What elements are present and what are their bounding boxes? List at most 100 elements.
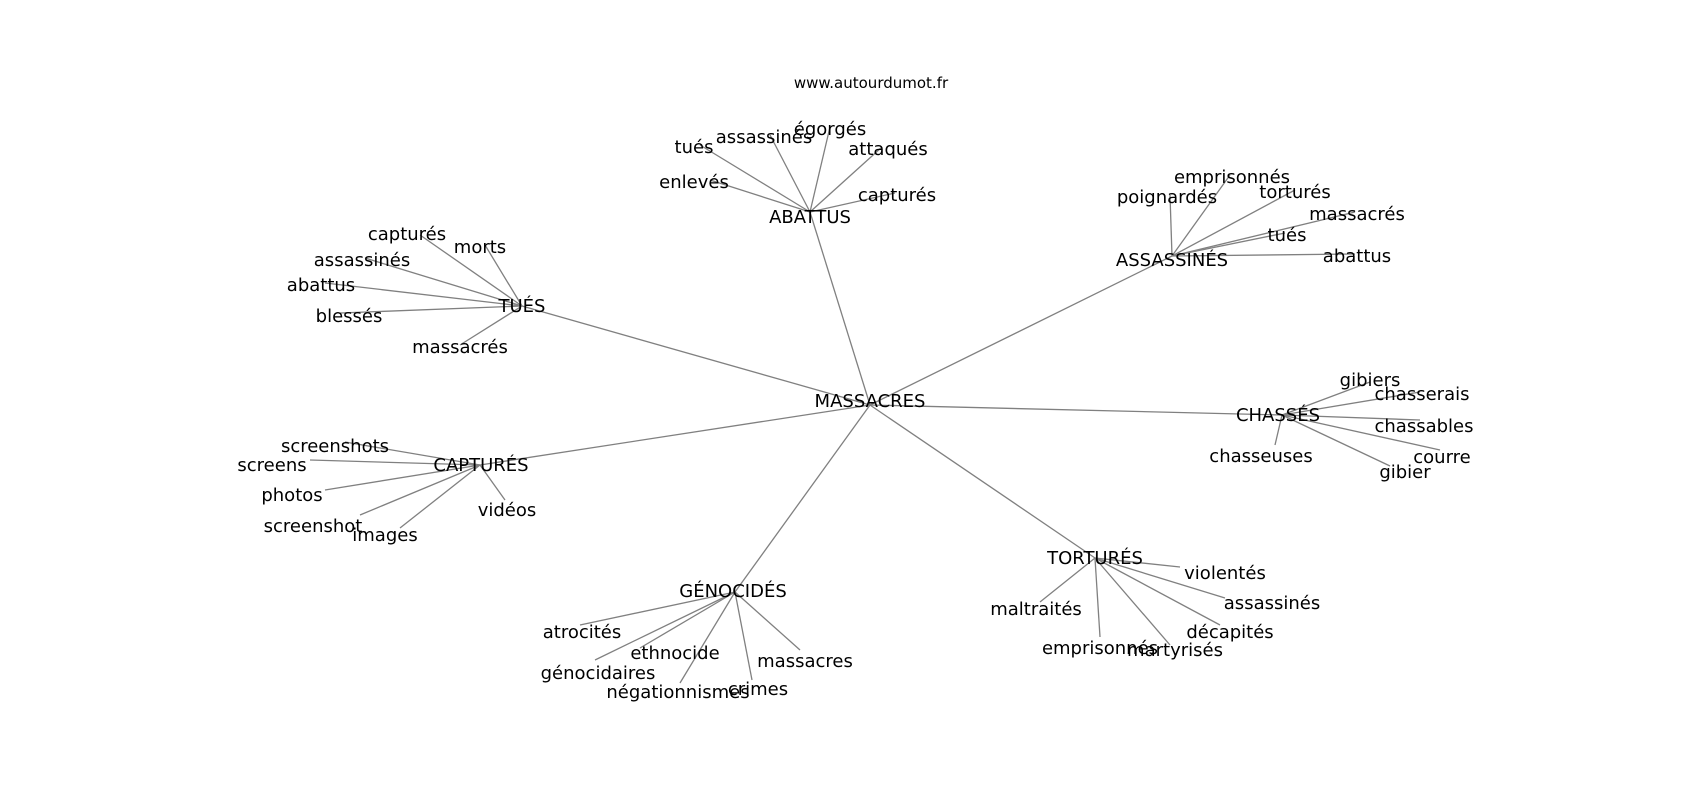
- edge-hub-to-leaf: [1171, 211, 1356, 257]
- edge-hub-to-leaf: [1281, 414, 1421, 421]
- edge-center-to-hub: [479, 404, 871, 466]
- edge-hub-to-leaf: [579, 591, 736, 626]
- leaf-node-label: screenshot: [264, 516, 363, 537]
- edge-hub-to-leaf: [459, 305, 523, 346]
- leaf-node-label: poignardés: [1117, 187, 1217, 208]
- leaf-node-label: gibier: [1379, 462, 1431, 483]
- leaf-node-label: gibiers: [1340, 370, 1401, 391]
- leaf-node-label: chasseuses: [1209, 446, 1312, 467]
- leaf-node-label: chasserais: [1375, 384, 1470, 405]
- center-node-label: MASSACRES: [815, 391, 926, 412]
- edge-hub-to-leaf: [769, 134, 811, 213]
- site-url: www.autourdumot.fr: [794, 74, 949, 92]
- edge-hub-to-leaf: [1094, 557, 1171, 646]
- edge-hub-to-leaf: [484, 244, 523, 307]
- edge-hub-to-leaf: [339, 305, 523, 314]
- leaf-node-label: crimes: [728, 679, 788, 700]
- leaf-node-label: courre: [1413, 447, 1470, 468]
- edge-hub-to-leaf: [309, 459, 481, 466]
- leaf-node-label: décapités: [1186, 622, 1273, 643]
- leaf-node-label: tués: [675, 137, 714, 158]
- hub-node-label: ASSASSINÉS: [1116, 249, 1228, 271]
- edge-hub-to-leaf: [1281, 391, 1421, 416]
- leaf-node-label: négationnismes: [606, 682, 749, 703]
- leaf-node-label: chassables: [1375, 416, 1474, 437]
- leaf-node-label: emprisonnés: [1042, 638, 1158, 659]
- edge-hub-to-leaf: [1171, 253, 1356, 257]
- edge-hub-to-leaf: [679, 591, 736, 684]
- leaf-node-label: abattus: [1323, 246, 1391, 267]
- edge-hub-to-leaf: [359, 464, 481, 516]
- edge-hub-to-leaf: [324, 464, 481, 491]
- hub-node-label: TUÉS: [498, 295, 546, 317]
- leaf-node-label: massacrés: [412, 337, 508, 358]
- leaf-node-label: attaqués: [848, 139, 927, 160]
- leaf-node-label: massacrés: [1309, 204, 1405, 225]
- leaf-node-label: tués: [1268, 225, 1307, 246]
- edge-hub-to-leaf: [1094, 557, 1101, 638]
- edge-hub-to-leaf: [1281, 381, 1371, 416]
- leaf-node-label: torturés: [1259, 182, 1330, 203]
- edge-hub-to-leaf: [364, 257, 523, 307]
- edge-hub-to-leaf: [1171, 189, 1296, 257]
- edge-hub-to-leaf: [1274, 414, 1283, 446]
- edge-hub-to-leaf: [1281, 414, 1441, 451]
- edge-hub-to-leaf: [399, 464, 481, 529]
- edge-hub-to-leaf: [734, 591, 753, 681]
- edge-hub-to-leaf: [809, 146, 883, 213]
- edge-hub-to-leaf: [324, 282, 523, 307]
- edge-hub-to-leaf: [1094, 557, 1221, 626]
- hub-node-label: GÉNOCIDÉS: [679, 580, 787, 602]
- edge-center-to-hub: [521, 305, 871, 406]
- edge-hub-to-leaf: [479, 464, 506, 501]
- edge-hub-to-leaf: [709, 179, 811, 213]
- hub-node-label: ABATTUS: [769, 207, 851, 228]
- leaf-node-label: massacres: [757, 651, 853, 672]
- leaf-node-label: enlevés: [659, 172, 729, 193]
- edge-hub-to-leaf: [1169, 194, 1173, 257]
- edge-hub-to-leaf: [1171, 232, 1286, 257]
- hub-node-label: CHASSÉS: [1236, 404, 1320, 426]
- leaf-node-label: martyrisés: [1127, 640, 1223, 661]
- edge-center-to-hub: [734, 404, 871, 593]
- edge-center-to-hub: [809, 211, 871, 406]
- leaf-node-label: violentés: [1184, 563, 1266, 584]
- leaf-node-label: screenshots: [281, 436, 389, 457]
- leaf-node-label: assassinés: [1224, 593, 1320, 614]
- edge-hub-to-leaf: [1039, 557, 1096, 603]
- leaf-node-label: abattus: [287, 275, 355, 296]
- edge-hub-to-leaf: [594, 591, 736, 661]
- edge-hub-to-leaf: [809, 126, 831, 213]
- edges-layer: [309, 126, 1441, 684]
- leaf-node-label: maltraités: [990, 599, 1082, 620]
- leaf-node-label: vidéos: [478, 500, 537, 521]
- edge-hub-to-leaf: [1094, 557, 1181, 568]
- leaf-node-label: assassinés: [314, 250, 410, 271]
- leaf-node-label: assassinés: [716, 127, 812, 148]
- edge-center-to-hub: [869, 255, 1173, 406]
- leaf-node-label: atrocités: [543, 622, 622, 643]
- leaf-node-label: égorgés: [794, 119, 866, 140]
- leaf-node-label: capturés: [368, 224, 446, 245]
- hub-node-label: TORTURÉS: [1046, 547, 1143, 569]
- edge-center-to-hub: [869, 404, 1096, 559]
- edge-hub-to-leaf: [809, 192, 896, 213]
- leaf-node-label: ethnocide: [630, 643, 719, 664]
- leaf-node-label: blessés: [316, 306, 383, 327]
- edge-hub-to-leaf: [639, 591, 736, 649]
- edge-hub-to-leaf: [344, 441, 481, 466]
- hub-node-label: CAPTURÉS: [433, 454, 528, 476]
- edge-hub-to-leaf: [1281, 414, 1391, 467]
- edge-hub-to-leaf: [1171, 174, 1231, 257]
- leaf-node-label: morts: [454, 237, 506, 258]
- leaf-node-label: images: [352, 525, 417, 546]
- edge-hub-to-leaf: [1094, 557, 1226, 599]
- edge-center-to-hub: [869, 404, 1283, 416]
- edge-hub-to-leaf: [419, 234, 523, 307]
- leaf-node-label: emprisonnés: [1174, 167, 1290, 188]
- leaf-node-label: screens: [237, 455, 306, 476]
- leaf-node-label: capturés: [858, 185, 936, 206]
- leaf-node-label: génocidaires: [541, 663, 656, 684]
